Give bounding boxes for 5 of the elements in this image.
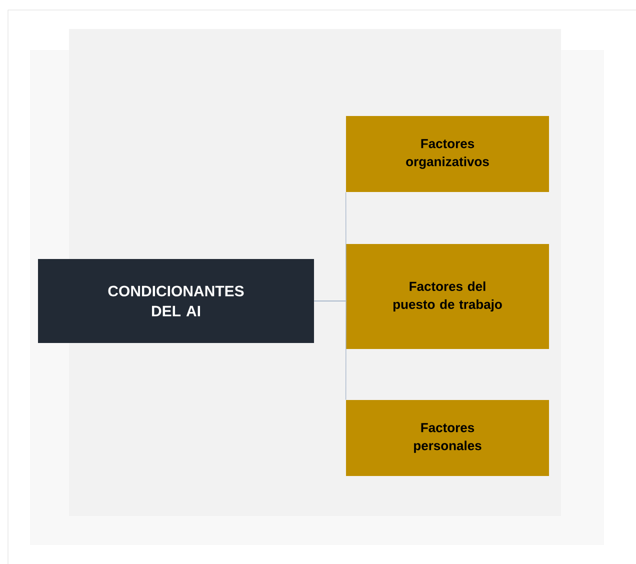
factor-box: Factores organizativos [346,116,549,192]
connector-line [314,300,346,400]
factor-box: Factores del puesto de trabajo [346,244,549,349]
title-box: CONDICIONANTES DEL AI [38,259,314,343]
factor-box: Factores personales [346,400,549,476]
